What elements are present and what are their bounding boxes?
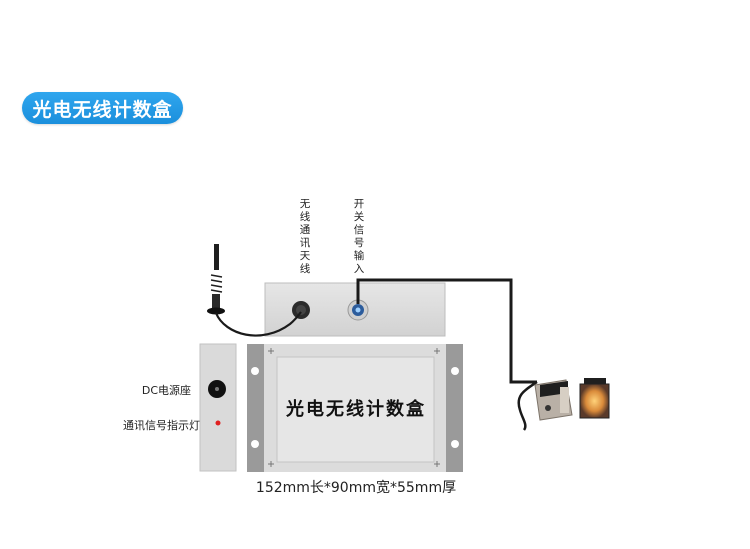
antenna-label: 无线通讯天线 (299, 198, 311, 275)
indicator-label: 通讯信号指示灯 (123, 419, 200, 432)
dc-socket-label: DC电源座 (141, 384, 191, 397)
box-front-view (247, 344, 463, 472)
antenna-port-icon (292, 301, 310, 319)
photoelectric-sensor-icon (517, 379, 573, 431)
antenna-icon (207, 244, 302, 337)
title-badge: 光电无线计数盒 (22, 92, 183, 124)
box-face-label: 光电无线计数盒 (286, 399, 426, 420)
dimensions-label: 152mm长*90mm宽*55mm厚 (255, 480, 457, 496)
signal-cable (356, 278, 537, 384)
indicator-led-icon (215, 420, 221, 426)
dc-side-panel (199, 343, 237, 472)
dc-socket-icon (208, 380, 226, 398)
reflector-icon (579, 378, 610, 419)
signal-input-label: 开关信号输入 (353, 198, 365, 275)
signal-input-connector-icon (347, 299, 369, 321)
